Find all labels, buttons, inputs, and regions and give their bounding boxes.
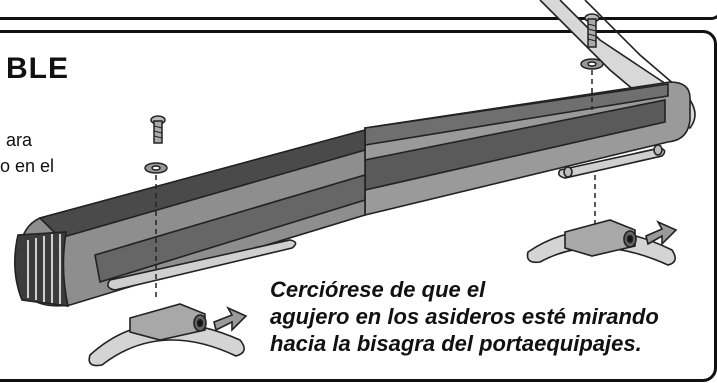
orientation-callout: Cerciórese de que el agujero en los asid… xyxy=(270,276,659,357)
callout-line-2: agujero en los asideros esté mirando xyxy=(270,304,659,329)
callout-line-1: Cerciórese de que el xyxy=(270,277,486,302)
crossbar-right xyxy=(364,81,691,217)
instruction-text-line-1: ara xyxy=(6,130,33,150)
bolt-right xyxy=(580,13,604,228)
foot-pad-right xyxy=(526,219,678,266)
crossbar-left xyxy=(14,128,366,307)
foot-pad-left xyxy=(88,303,248,367)
bolt-left xyxy=(144,115,168,300)
callout-line-3: hacia la bisagra del portaequipajes. xyxy=(270,331,642,356)
previous-section-frame xyxy=(0,0,717,20)
section-heading: BLE xyxy=(6,52,69,85)
instruction-text-line-2: o en el xyxy=(0,156,55,176)
